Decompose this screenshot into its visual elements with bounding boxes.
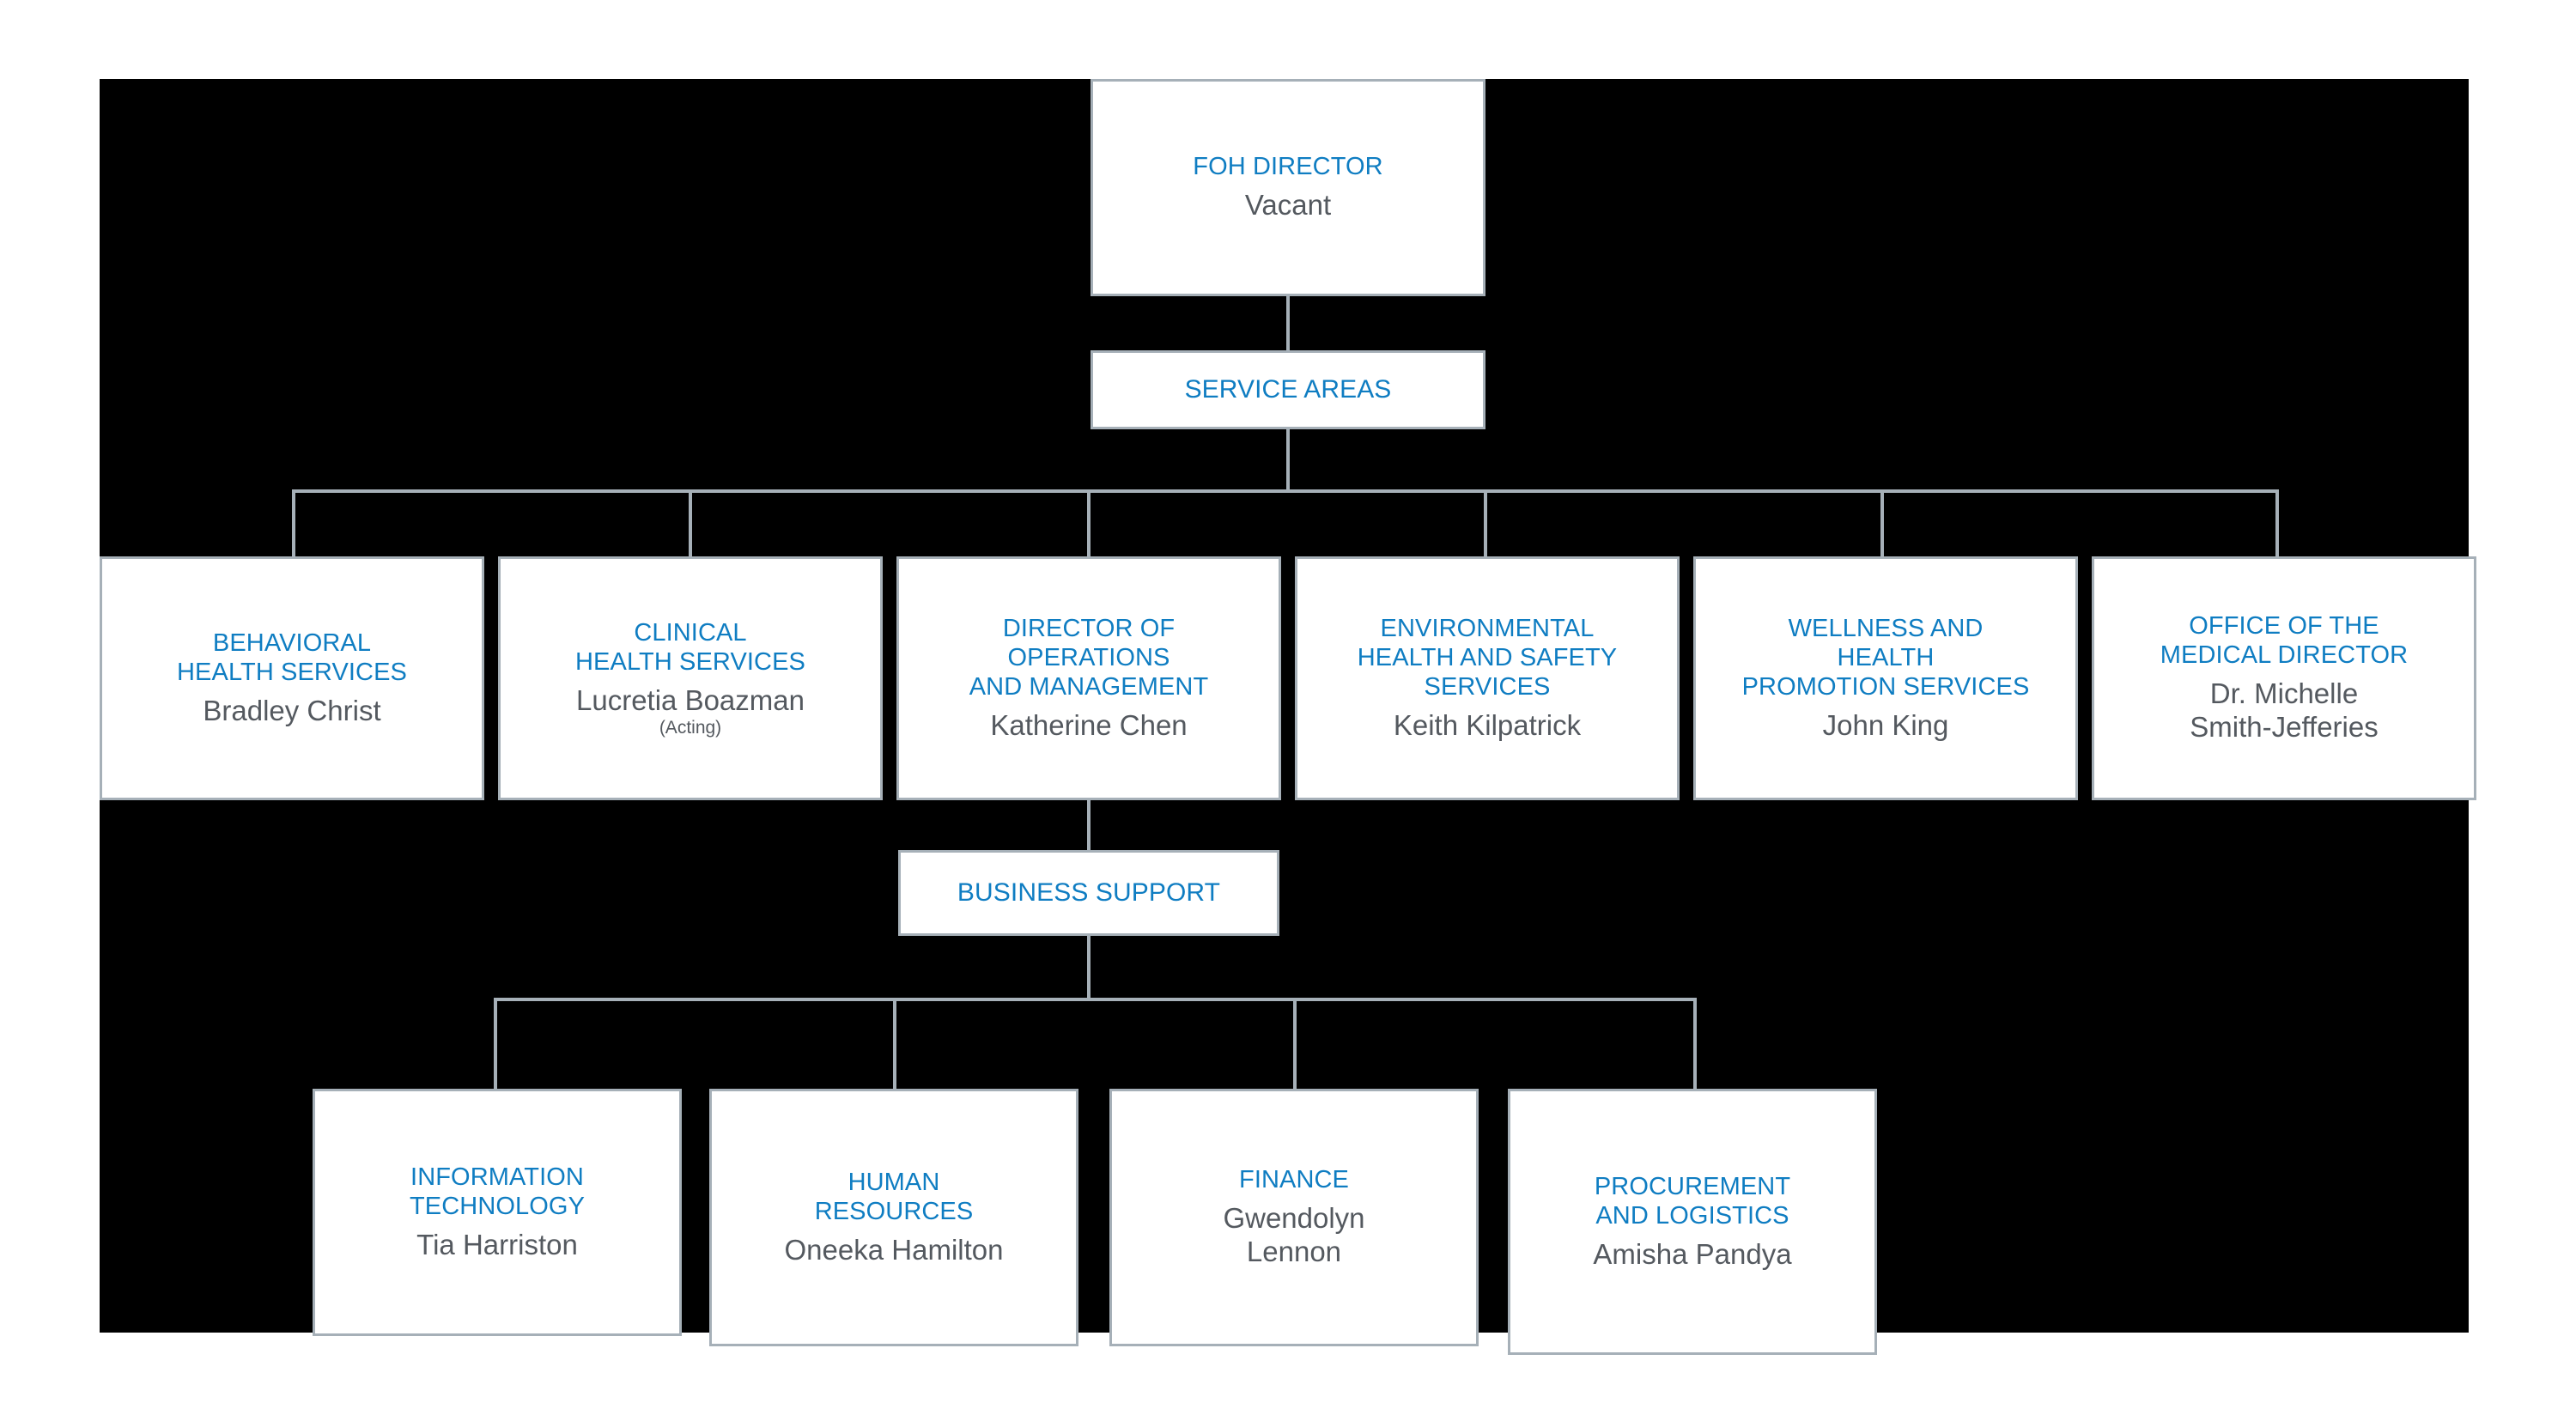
node-person: Bradley Christ <box>203 694 381 726</box>
node-title: FOH DIRECTOR <box>1193 153 1383 181</box>
node-person: Dr. Michelle Smith-Jefferies <box>2190 677 2379 743</box>
node-person: Tia Harriston <box>416 1228 578 1260</box>
node-title: FINANCE <box>1239 1166 1349 1194</box>
node-title: PROCUREMENT AND LOGISTICS <box>1594 1172 1791 1230</box>
node-office-of-the-medical-director[interactable]: OFFICE OF THE MEDICAL DIRECTOR Dr. Miche… <box>2092 556 2476 800</box>
node-person: Gwendolyn Lennon <box>1223 1202 1365 1267</box>
node-title: SERVICE AREAS <box>1184 375 1392 404</box>
node-title: HUMAN RESOURCES <box>814 1168 974 1225</box>
node-title: ENVIRONMENTAL HEALTH AND SAFETY SERVICES <box>1357 614 1618 701</box>
node-title: BUSINESS SUPPORT <box>957 878 1221 908</box>
node-person: Keith Kilpatrick <box>1393 708 1582 741</box>
node-title: BEHAVIORAL HEALTH SERVICES <box>177 629 407 686</box>
node-subtitle: (Acting) <box>659 717 722 738</box>
node-procurement-and-logistics[interactable]: PROCUREMENT AND LOGISTICS Amisha Pandya <box>1508 1089 1877 1355</box>
node-person: Oneeka Hamilton <box>784 1233 1004 1266</box>
node-business-support-header[interactable]: BUSINESS SUPPORT <box>898 850 1279 936</box>
connector-business-support-stem <box>1087 936 1091 999</box>
connector-drop-finance <box>1293 998 1297 1090</box>
node-service-areas-header[interactable]: SERVICE AREAS <box>1091 350 1485 429</box>
node-information-technology[interactable]: INFORMATION TECHNOLOGY Tia Harriston <box>313 1089 682 1336</box>
connector-drop-clinical <box>689 489 692 558</box>
node-behavioral-health-services[interactable]: BEHAVIORAL HEALTH SERVICES Bradley Chris… <box>100 556 484 800</box>
node-title: WELLNESS AND HEALTH PROMOTION SERVICES <box>1741 614 2030 701</box>
node-finance[interactable]: FINANCE Gwendolyn Lennon <box>1109 1089 1479 1346</box>
connector-director-to-service-areas <box>1286 296 1290 350</box>
node-director-of-operations-and-management[interactable]: DIRECTOR OF OPERATIONS AND MANAGEMENT Ka… <box>896 556 1281 800</box>
node-person: John King <box>1822 708 1949 741</box>
connector-operations-to-business-support <box>1087 799 1091 850</box>
connector-drop-operations <box>1087 489 1091 558</box>
node-person: Amisha Pandya <box>1593 1237 1792 1270</box>
node-person: Vacant <box>1244 189 1332 222</box>
node-human-resources[interactable]: HUMAN RESOURCES Oneeka Hamilton <box>709 1089 1078 1346</box>
node-person: Katherine Chen <box>990 708 1188 741</box>
node-clinical-health-services[interactable]: CLINICAL HEALTH SERVICES Lucretia Boazma… <box>498 556 883 800</box>
node-wellness-and-health-promotion-services[interactable]: WELLNESS AND HEALTH PROMOTION SERVICES J… <box>1693 556 2078 800</box>
connector-drop-behavioral <box>292 489 295 558</box>
connector-service-areas-stem <box>1286 429 1290 491</box>
connector-drop-wellness <box>1880 489 1884 558</box>
connector-drop-information-technology <box>494 998 497 1090</box>
node-title: INFORMATION TECHNOLOGY <box>409 1163 586 1220</box>
connector-business-support-bus <box>494 998 1696 1001</box>
connector-drop-medical-director <box>2275 489 2279 558</box>
node-title: CLINICAL HEALTH SERVICES <box>575 619 805 677</box>
node-environmental-health-and-safety-services[interactable]: ENVIRONMENTAL HEALTH AND SAFETY SERVICES… <box>1295 556 1680 800</box>
node-title: OFFICE OF THE MEDICAL DIRECTOR <box>2160 612 2409 670</box>
connector-service-areas-bus <box>292 489 2277 493</box>
connector-drop-environmental <box>1484 489 1487 558</box>
connector-drop-human-resources <box>893 998 896 1090</box>
node-foh-director[interactable]: FOH DIRECTOR Vacant <box>1091 79 1485 296</box>
node-title: DIRECTOR OF OPERATIONS AND MANAGEMENT <box>969 614 1209 701</box>
connector-drop-procurement <box>1693 998 1697 1090</box>
node-person: Lucretia Boazman <box>576 684 805 717</box>
